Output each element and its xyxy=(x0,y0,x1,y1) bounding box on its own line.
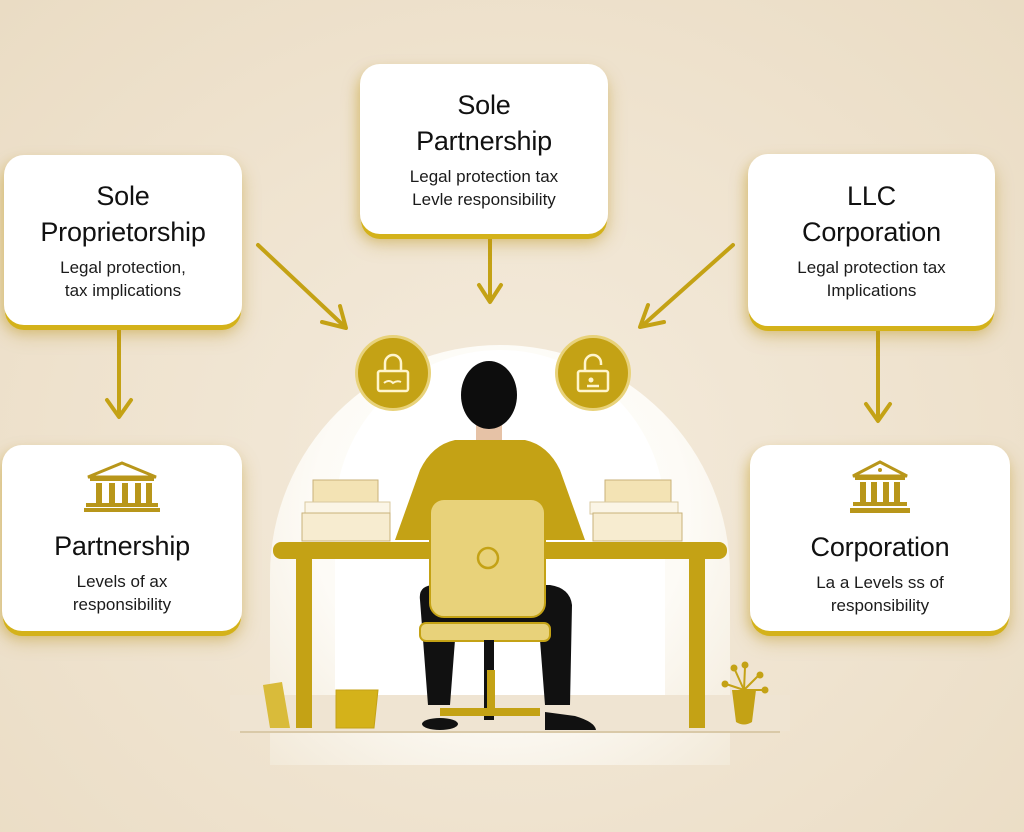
card-title-line2: Partnership xyxy=(416,126,552,156)
desc-line2: responsibility xyxy=(830,595,930,615)
paper-stack-left xyxy=(301,479,391,542)
card-title-line2: Proprietorship xyxy=(40,217,206,247)
card-title: Partnership xyxy=(54,530,190,561)
bank-building-icon xyxy=(84,460,160,518)
card-description: Legal protection, tax implications xyxy=(60,256,186,302)
card-title-line1: LLC xyxy=(847,181,896,211)
desc-line1: La a Levels ss of xyxy=(816,572,944,592)
desc-line1: Legal protection tax xyxy=(409,167,559,186)
card-llc-corporation: LLC Corporation Legal protection tax Imp… xyxy=(748,154,995,326)
card-title: Corporation xyxy=(810,531,950,562)
desc-line2: responsibility xyxy=(72,594,172,614)
card-title-line1: Sole xyxy=(96,181,150,211)
unlock-icon xyxy=(558,338,628,408)
card-partnership: Partnership Levels of ax responsibility xyxy=(2,445,242,631)
card-description: Legal protection tax Levle responsibilit… xyxy=(410,165,558,211)
desc-line2: Implications xyxy=(826,281,917,300)
bank-building-icon xyxy=(849,459,911,519)
desc-line2: tax implications xyxy=(64,281,182,300)
card-sole-partnership: Sole Partnership Legal protection tax Le… xyxy=(360,64,608,234)
desc-line1: Levels of ax xyxy=(76,571,168,591)
desc-line2: Levle responsibility xyxy=(412,190,556,209)
card-description: La a Levels ss of responsibility xyxy=(816,571,944,617)
card-title-line1: Sole xyxy=(457,90,511,120)
card-description: Levels of ax responsibility xyxy=(73,570,171,616)
floor-line xyxy=(240,731,780,733)
card-title-line2: Corporation xyxy=(802,217,941,247)
desc-line1: Legal protection tax xyxy=(797,258,946,277)
desc-line1: Legal protection, xyxy=(60,258,186,277)
card-corporation: Corporation La a Levels ss of responsibi… xyxy=(750,445,1010,631)
card-description: Legal protection tax Implications xyxy=(797,256,945,302)
lock-icon xyxy=(358,338,428,408)
paper-stack-right xyxy=(589,479,683,542)
card-sole-proprietorship: Sole Proprietorship Legal protection, ta… xyxy=(4,155,242,325)
potted-plant xyxy=(721,661,769,725)
